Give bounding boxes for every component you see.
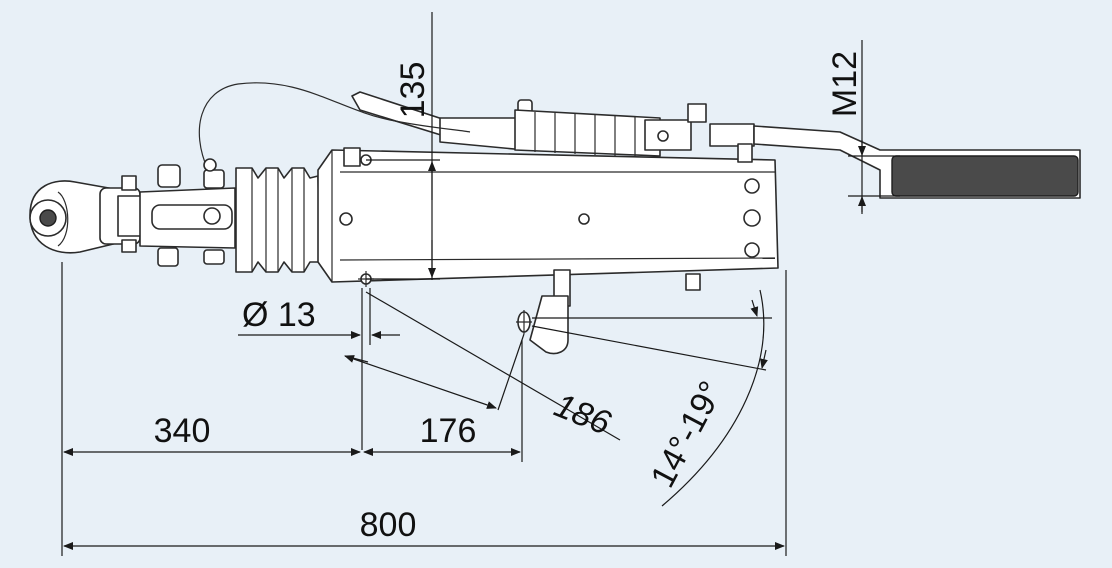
dimension-horizontal: 340 176 800 [61, 262, 787, 556]
drawbar-tube [317, 147, 779, 355]
dimension-135-label: 135 [394, 62, 432, 119]
brake-cable [198, 82, 471, 171]
handbrake-lever [351, 91, 1081, 199]
dimension-135: 135 [366, 12, 440, 280]
dimension-diameter-label: Ø 13 [242, 296, 316, 334]
dimension-186: 186 [344, 291, 621, 443]
dimension-m12-label: M12 [826, 51, 864, 117]
dimension-176-label: 176 [420, 412, 477, 450]
dimension-angle-label: 14°-19° [644, 375, 731, 494]
coupling-head [29, 175, 145, 254]
coupling-body [139, 164, 236, 267]
dimension-diameter-13: Ø 13 [238, 288, 400, 450]
bellows [235, 167, 321, 273]
cable-clip [203, 158, 217, 172]
dimension-m12: M12 [826, 40, 900, 214]
dimension-340-label: 340 [154, 412, 211, 450]
dimension-800-label: 800 [360, 506, 417, 544]
dimension-186-label: 186 [549, 386, 616, 443]
